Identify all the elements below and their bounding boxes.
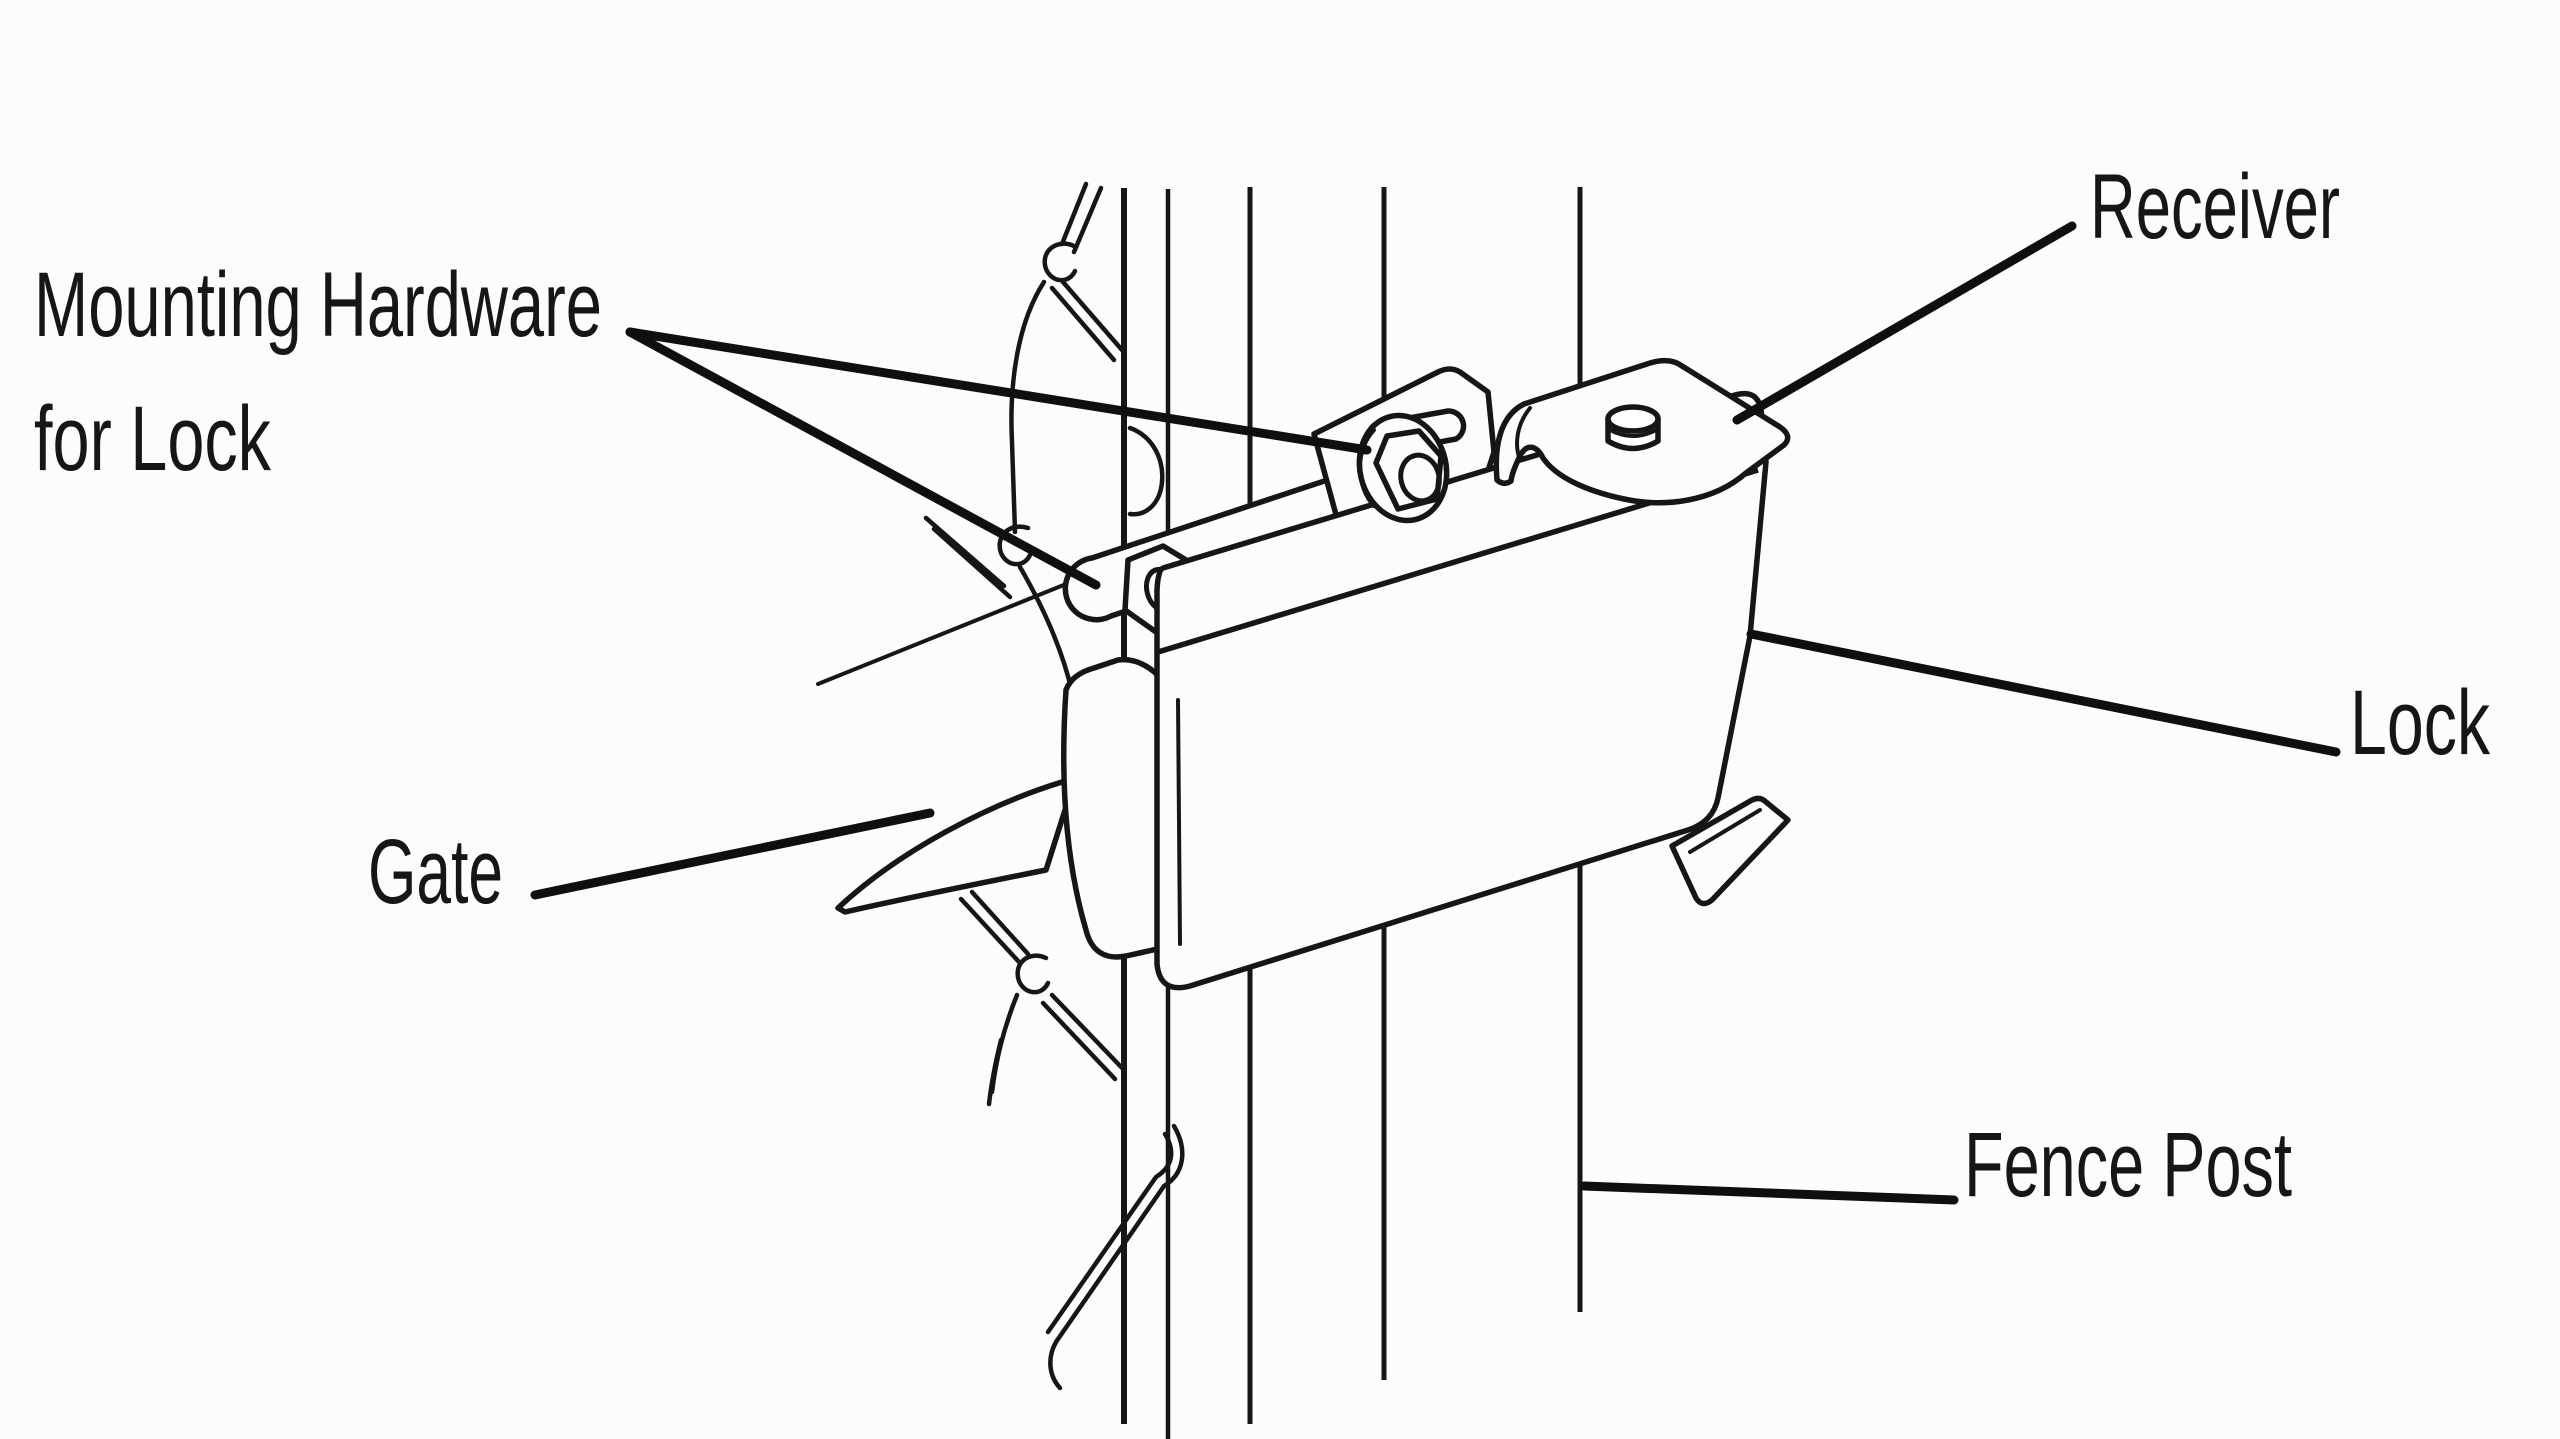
lock-body — [1154, 390, 1769, 991]
receiver-bracket — [1493, 357, 1791, 506]
flange-nut-assembly — [1356, 412, 1450, 524]
washer-inner-rim — [1358, 428, 1376, 508]
wire-hook-over-bar — [1127, 425, 1165, 517]
leader-lock — [1746, 629, 2341, 757]
mesh-wire — [989, 992, 1020, 1095]
leader-mounting-hardware-lower — [625, 327, 1101, 590]
gate-latch-fork — [835, 779, 1075, 915]
mesh-wire — [958, 896, 1022, 965]
hex-nut — [1373, 428, 1444, 512]
mesh-knuckle — [1042, 241, 1078, 283]
label-lock: Lock — [2350, 672, 2491, 774]
receiver-pin-seam — [1608, 428, 1658, 438]
leader-fence-post — [1579, 1181, 1959, 1205]
mesh-wire — [1060, 279, 1125, 353]
receiver-arch-inner-line — [1515, 406, 1532, 462]
mesh-wire — [969, 889, 1031, 957]
lock-body-outline — [1154, 390, 1769, 991]
mesh-wire — [1071, 185, 1104, 255]
leader-mounting-hardware-upper — [625, 327, 1372, 455]
label-mounting-hardware-line1: Mounting Hardware — [34, 254, 602, 356]
mesh-wire — [1059, 181, 1089, 247]
mesh-knuckle — [1015, 953, 1051, 995]
mesh-wire — [1049, 285, 1117, 363]
mesh-tie-wire — [1045, 1131, 1174, 1335]
catch-tab-fold — [1688, 808, 1762, 854]
mesh-tie-wire — [1048, 1123, 1185, 1391]
label-mounting-hardware-line2: for Lock — [34, 388, 272, 490]
nut-hole — [1398, 452, 1442, 504]
leader-receiver — [1732, 221, 2077, 425]
label-receiver: Receiver — [2090, 156, 2340, 258]
mesh-wire — [931, 526, 1013, 600]
label-gate: Gate — [368, 821, 503, 923]
mesh-wire — [1040, 1000, 1118, 1082]
mesh-wire — [923, 515, 1007, 589]
mesh-wire — [816, 574, 1088, 686]
leader-lines — [530, 221, 2341, 1205]
gate-clamp-strap — [1061, 656, 1183, 960]
receiver-catch-tab — [1669, 795, 1791, 907]
label-fence-post: Fence Post — [1964, 1114, 2292, 1216]
mesh-wire — [986, 1037, 1004, 1107]
catch-tab — [1669, 795, 1791, 907]
leader-gate — [530, 808, 935, 900]
mesh-knuckle — [997, 524, 1033, 567]
receiver-pin-top — [1605, 404, 1661, 434]
mesh-wire — [1049, 992, 1127, 1073]
labels: Mounting Hardware for Lock Receiver Lock… — [34, 156, 2491, 1216]
lock-body-left-edge — [1176, 698, 1182, 946]
mesh-wire — [1017, 564, 1075, 695]
mesh-wire — [1009, 279, 1047, 535]
chain-link-mesh — [816, 181, 1185, 1391]
